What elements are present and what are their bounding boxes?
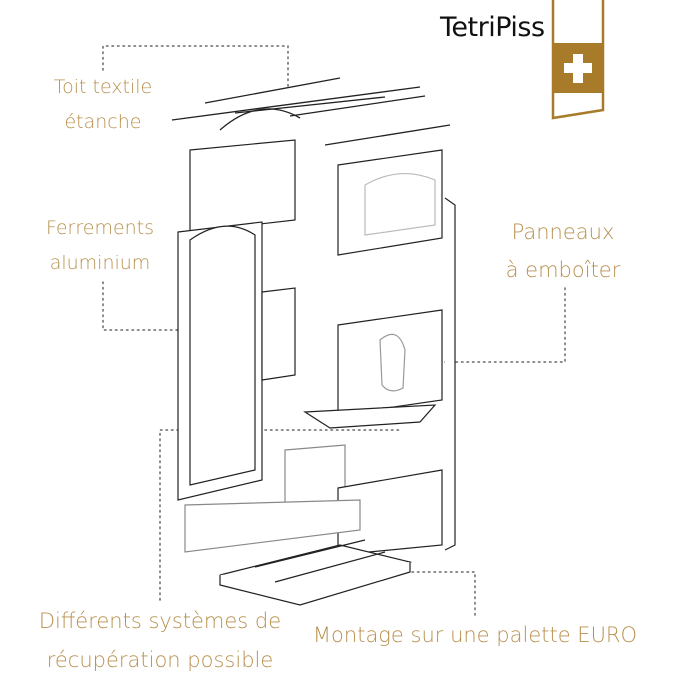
label-pallet-line1: Montage sur une palette EURO	[312, 623, 638, 647]
label-panels: Panneaux à emboîter	[506, 213, 621, 289]
label-roof: Toit textile étanche	[54, 70, 153, 140]
roof-bars	[171, 77, 451, 146]
label-hardware-line1: Ferrements	[45, 217, 155, 239]
label-recovery: Différents systèmes de récupération possi…	[39, 602, 281, 680]
label-roof-line1: Toit textile	[53, 76, 153, 98]
leader-pallet	[399, 571, 476, 616]
label-hardware-line2: aluminium	[49, 252, 151, 274]
panels	[177, 139, 456, 556]
leader-hardware	[102, 281, 191, 331]
label-panels-line2: à emboîter	[505, 258, 621, 282]
leader-recovery	[159, 429, 401, 601]
leader-lines	[102, 45, 566, 616]
leader-roof	[102, 45, 289, 89]
label-recovery-line2: récupération possible	[46, 648, 274, 672]
label-roof-line2: étanche	[64, 111, 142, 133]
label-pallet: Montage sur une palette EURO	[313, 618, 637, 653]
label-hardware: Ferrements aluminium	[46, 211, 154, 281]
label-panels-line1: Panneaux	[511, 220, 615, 244]
brand-name: TetriPiss	[440, 12, 545, 43]
brand-logo	[551, 0, 605, 120]
euro-pallet	[219, 539, 413, 606]
label-recovery-line1: Différents systèmes de	[38, 609, 282, 633]
